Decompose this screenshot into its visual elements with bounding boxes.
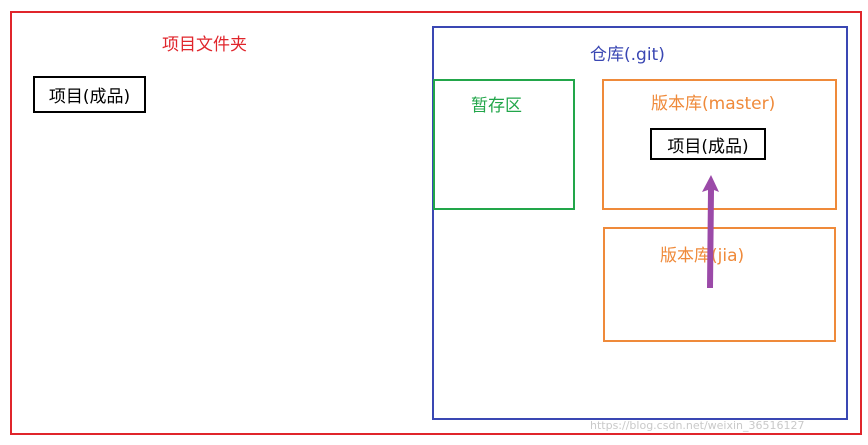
project-product-box: 项目(成品): [33, 76, 146, 113]
staging-area-title: 暂存区: [471, 96, 522, 116]
project-folder-title: 项目文件夹: [162, 35, 247, 55]
staging-area-box: [433, 79, 575, 210]
branch-master-title: 版本库(master): [651, 94, 776, 114]
branch-master-product-box: 项目(成品): [650, 128, 766, 160]
branch-jia-box: [603, 227, 836, 342]
branch-master-box: [602, 79, 837, 210]
repository-box: [432, 26, 848, 420]
branch-jia-title: 版本库(jia): [660, 246, 745, 266]
watermark-text: https://blog.csdn.net/weixin_36516127: [590, 419, 805, 432]
project-folder-box: [10, 11, 862, 435]
repository-title: 仓库(.git): [590, 45, 665, 65]
merge-arrow-shape: [702, 175, 719, 288]
